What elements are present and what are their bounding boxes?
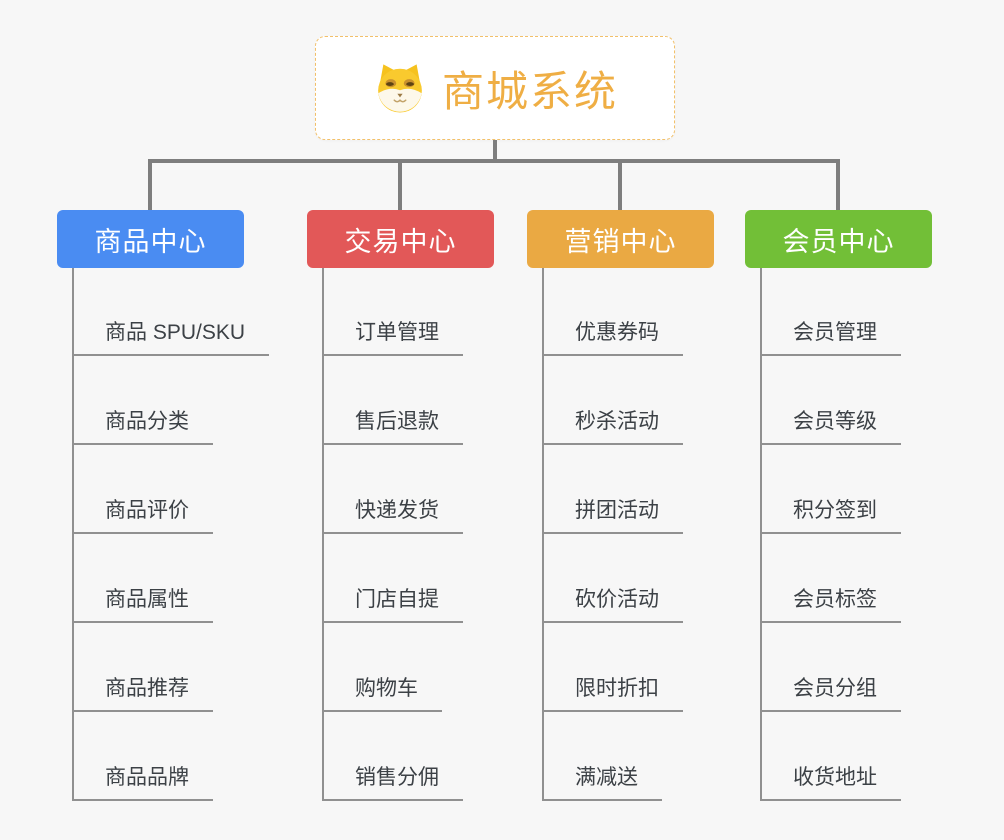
- shiba-dog-icon: [372, 60, 428, 116]
- leaf-node[interactable]: 门店自提: [323, 585, 463, 623]
- leaf-node[interactable]: 售后退款: [323, 407, 463, 445]
- leaf-node[interactable]: 会员标签: [761, 585, 901, 623]
- root-title: 商城系统: [441, 67, 618, 115]
- connector-branch-line: [542, 268, 544, 801]
- root-node[interactable]: 商城系统: [315, 36, 675, 140]
- connector-drop-marketing: [618, 159, 622, 210]
- branch-label: 营销中心: [564, 226, 677, 257]
- leaf-node[interactable]: 商品分类: [73, 407, 213, 445]
- leaf-node[interactable]: 收货地址: [761, 763, 901, 801]
- leaf-node[interactable]: 会员等级: [761, 407, 901, 445]
- leaf-node[interactable]: 满减送: [543, 763, 662, 801]
- branch-label: 交易中心: [344, 226, 457, 257]
- leaf-node[interactable]: 商品属性: [73, 585, 213, 623]
- leaf-node[interactable]: 优惠券码: [543, 318, 683, 356]
- branch-node-product[interactable]: 商品中心: [57, 210, 244, 268]
- leaf-node[interactable]: 会员分组: [761, 674, 901, 712]
- leaf-node[interactable]: 会员管理: [761, 318, 901, 356]
- connector-branch-line: [72, 268, 74, 801]
- branch-node-trade[interactable]: 交易中心: [307, 210, 494, 268]
- connector-drop-product: [148, 159, 152, 210]
- branch-label: 会员中心: [782, 226, 895, 257]
- connector-drop-trade: [398, 159, 402, 210]
- leaf-node[interactable]: 商品评价: [73, 496, 213, 534]
- leaf-node[interactable]: 砍价活动: [543, 585, 683, 623]
- connector-drop-member: [836, 159, 840, 210]
- branch-label: 商品中心: [94, 226, 207, 257]
- leaf-node[interactable]: 商品 SPU/SKU: [73, 318, 270, 356]
- branch-marketing-center: 营销中心 优惠券码 秒杀活动 拼团活动 砍价活动 限时折扣 满减送: [527, 210, 714, 801]
- leaf-node[interactable]: 积分签到: [761, 496, 901, 534]
- branch-product-center: 商品中心 商品 SPU/SKU 商品分类 商品评价 商品属性 商品推荐 商品品牌: [57, 210, 270, 801]
- leaf-node[interactable]: 限时折扣: [543, 674, 683, 712]
- leaf-node[interactable]: 商品推荐: [73, 674, 213, 712]
- leaf-node[interactable]: 快递发货: [323, 496, 463, 534]
- connector-horizontal-bar: [148, 159, 840, 163]
- leaf-node[interactable]: 销售分佣: [323, 763, 463, 801]
- connector-branch-line: [322, 268, 324, 801]
- leaf-node[interactable]: 订单管理: [323, 318, 463, 356]
- connector-branch-line: [760, 268, 762, 801]
- branch-node-marketing[interactable]: 营销中心: [527, 210, 714, 268]
- branch-member-center: 会员中心 会员管理 会员等级 积分签到 会员标签 会员分组 收货地址: [745, 210, 932, 801]
- connector-root-stub: [493, 140, 497, 163]
- branch-node-member[interactable]: 会员中心: [745, 210, 932, 268]
- leaf-node[interactable]: 商品品牌: [73, 763, 213, 801]
- branch-trade-center: 交易中心 订单管理 售后退款 快递发货 门店自提 购物车 销售分佣: [307, 210, 494, 801]
- leaf-node[interactable]: 拼团活动: [543, 496, 683, 534]
- leaf-node[interactable]: 秒杀活动: [543, 407, 683, 445]
- leaf-node[interactable]: 购物车: [323, 674, 442, 712]
